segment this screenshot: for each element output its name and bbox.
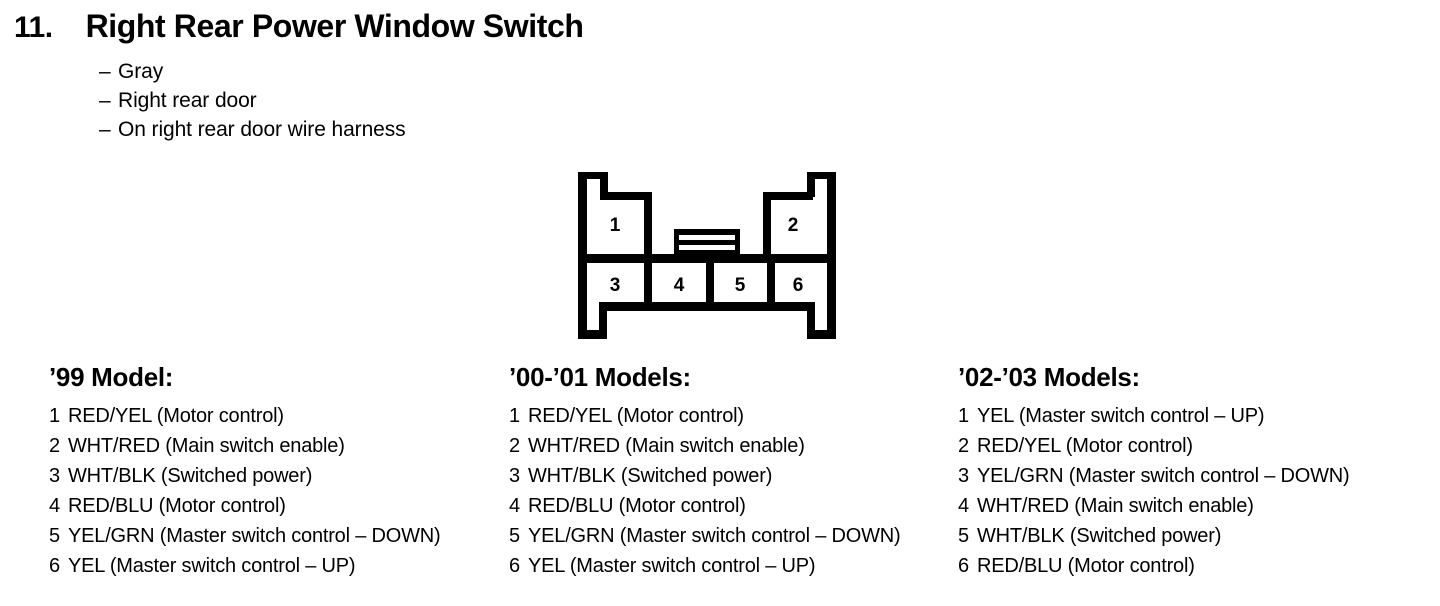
- pin-number: 5: [49, 525, 61, 547]
- connector-tab-left-wall: [600, 172, 608, 197]
- connector-tab-top-left: [578, 172, 607, 179]
- pin-number: 3: [49, 465, 61, 487]
- pin-description: YEL (Master switch control – UP): [528, 555, 816, 577]
- pinout-row: 4 WHT/RED (Main switch enable): [958, 495, 1349, 525]
- connector-divider-bottom-2: [706, 254, 714, 310]
- dash-bullet-icon: –: [99, 89, 111, 112]
- pin-number: 3: [509, 465, 521, 487]
- connector-pin-6-label: 6: [792, 275, 804, 296]
- connector-pin-4-label: 4: [673, 275, 685, 296]
- pin-number: 2: [49, 435, 61, 457]
- pinout-row: 3 WHT/BLK (Switched power): [49, 465, 440, 495]
- pin-number: 1: [49, 405, 61, 427]
- pin-description: YEL/GRN (Master switch control – DOWN): [977, 465, 1350, 487]
- connector-latch: [674, 229, 740, 257]
- pin-number: 2: [958, 435, 970, 457]
- pinout-row: 2 WHT/RED (Main switch enable): [49, 435, 440, 465]
- pinout-row: 1 RED/YEL (Motor control): [49, 405, 440, 435]
- page-heading: 11. Right Rear Power Window Switch: [14, 8, 584, 45]
- page-title: Right Rear Power Window Switch: [85, 8, 584, 44]
- pin-number: 3: [958, 465, 970, 487]
- connector-bottom-rail: [599, 302, 815, 311]
- pin-number: 4: [509, 495, 521, 517]
- pin-description: WHT/RED (Main switch enable): [528, 435, 805, 457]
- pin-number: 1: [509, 405, 521, 427]
- pin-number: 5: [509, 525, 521, 547]
- pinout-row: 4 RED/BLU (Motor control): [509, 495, 900, 525]
- pinout-row: 5 WHT/BLK (Switched power): [958, 525, 1349, 555]
- connector-pin-1-label: 1: [609, 215, 621, 236]
- connector-divider-bottom-3: [767, 254, 775, 310]
- pinout-column-99: ’99 Model: 1 RED/YEL (Motor control) 2 W…: [49, 362, 441, 585]
- pinout-column-heading: ’00-’01 Models:: [509, 362, 691, 392]
- list-item: – Right rear door: [99, 89, 406, 118]
- pinout-column-heading: ’02-’03 Models:: [958, 362, 1140, 392]
- pinout-column-02-03: ’02-’03 Models: 1 YEL (Master switch con…: [958, 362, 1350, 585]
- connector-tab-right-wall: [807, 172, 815, 197]
- pin-description: RED/BLU (Motor control): [68, 495, 286, 517]
- list-item-label: Gray: [118, 60, 164, 83]
- pinout-row: 3 WHT/BLK (Switched power): [509, 465, 900, 495]
- connector-tab-bottom-left: [578, 330, 607, 339]
- connector-pin-5-label: 5: [734, 275, 746, 296]
- connector-divider-top-left: [644, 192, 652, 257]
- connector-shoulder-right: [763, 192, 813, 200]
- section-number: 11.: [14, 11, 53, 44]
- pin-description: YEL (Master switch control – UP): [977, 405, 1265, 427]
- connector-tab-bottom-right: [807, 330, 836, 339]
- latch-slot-lower: [679, 245, 735, 250]
- pinout-row: 2 RED/YEL (Motor control): [958, 435, 1349, 465]
- pin-description: RED/YEL (Motor control): [528, 405, 744, 427]
- pin-description: YEL (Master switch control – UP): [68, 555, 356, 577]
- pinout-row: 2 WHT/RED (Main switch enable): [509, 435, 900, 465]
- pin-description: RED/BLU (Motor control): [528, 495, 746, 517]
- pin-description: WHT/BLK (Switched power): [68, 465, 313, 487]
- connector-tab-bottom-right-wall: [807, 302, 815, 339]
- connector-tab-top-right: [807, 172, 836, 179]
- pin-number: 6: [49, 555, 61, 577]
- pinout-column-heading: ’99 Model:: [49, 362, 174, 392]
- pinout-row: 6 YEL (Master switch control – UP): [49, 555, 440, 585]
- pin-number: 6: [509, 555, 521, 577]
- pin-description: WHT/RED (Main switch enable): [68, 435, 345, 457]
- pin-description: YEL/GRN (Master switch control – DOWN): [528, 525, 901, 547]
- pin-number: 1: [958, 405, 970, 427]
- pin-description: WHT/RED (Main switch enable): [977, 495, 1254, 517]
- pin-description: YEL/GRN (Master switch control – DOWN): [68, 525, 441, 547]
- connector-divider-bottom-1: [644, 254, 652, 310]
- attribute-list: – Gray – Right rear door – On right rear…: [99, 60, 406, 147]
- list-item-label: On right rear door wire harness: [118, 118, 406, 141]
- dash-bullet-icon: –: [99, 118, 111, 141]
- pin-description: WHT/BLK (Switched power): [977, 525, 1222, 547]
- pin-description: RED/YEL (Motor control): [977, 435, 1193, 457]
- connector-pin-3-label: 3: [609, 275, 621, 296]
- pinout-row: 6 YEL (Master switch control – UP): [509, 555, 900, 585]
- pin-description: RED/YEL (Motor control): [68, 405, 284, 427]
- pinout-row: 6 RED/BLU (Motor control): [958, 555, 1349, 585]
- connector-pin-2-label: 2: [787, 215, 799, 236]
- pin-number: 6: [958, 555, 970, 577]
- connector-diagram: 1 2 3 4 5 6: [578, 172, 838, 339]
- connector-shoulder-left: [600, 192, 651, 200]
- list-item: – On right rear door wire harness: [99, 118, 406, 147]
- list-item: – Gray: [99, 60, 406, 89]
- list-item-label: Right rear door: [118, 89, 257, 112]
- pin-description: WHT/BLK (Switched power): [528, 465, 773, 487]
- pin-number: 2: [509, 435, 521, 457]
- pinout-column-00-01: ’00-’01 Models: 1 RED/YEL (Motor control…: [509, 362, 901, 585]
- latch-slot-upper: [679, 235, 735, 240]
- pin-number: 4: [958, 495, 970, 517]
- pinout-row: 5 YEL/GRN (Master switch control – DOWN): [49, 525, 441, 555]
- connector-divider-top-right: [763, 192, 771, 257]
- pinout-row: 1 YEL (Master switch control – UP): [958, 405, 1349, 435]
- pin-number: 4: [49, 495, 61, 517]
- pinout-row: 3 YEL/GRN (Master switch control – DOWN): [958, 465, 1350, 495]
- pinout-row: 5 YEL/GRN (Master switch control – DOWN): [509, 525, 901, 555]
- pin-number: 5: [958, 525, 970, 547]
- pin-description: RED/BLU (Motor control): [977, 555, 1195, 577]
- pinout-row: 4 RED/BLU (Motor control): [49, 495, 440, 525]
- connector-tab-bottom-left-wall: [599, 302, 607, 339]
- dash-bullet-icon: –: [99, 60, 111, 83]
- pinout-row: 1 RED/YEL (Motor control): [509, 405, 900, 435]
